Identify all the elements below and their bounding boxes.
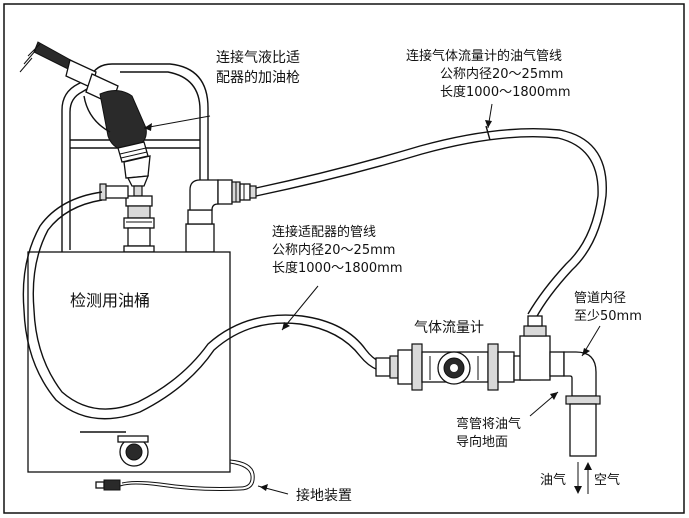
elbow-line2: 导向地面 <box>456 434 508 450</box>
tank-label: 检测用油桶 <box>70 291 150 310</box>
gas-line-length: 长度1000～1800mm <box>440 84 571 100</box>
pipe-diameter-line1: 管道内径 <box>574 290 626 306</box>
elbow-flange <box>565 395 601 405</box>
adapter-hose <box>22 191 399 420</box>
adapter-line-diameter: 公称内径20～25mm <box>272 242 395 258</box>
grounding-cable <box>95 459 289 495</box>
adapter-line-title: 连接适配器的管线 <box>272 224 376 240</box>
gas-line-callout: 连接气体流量计的油气管线 公称内径20～25mm 长度1000～1800mm <box>406 48 571 100</box>
gas-flowmeter <box>397 343 515 391</box>
adapter-line-length: 长度1000～1800mm <box>272 260 403 276</box>
leader-lines <box>143 103 601 417</box>
elbow-callout: 弯管将油气 导向地面 <box>456 416 521 450</box>
trolley-frame <box>61 63 209 258</box>
ground-label: 接地装置 <box>296 487 352 504</box>
gas-line-diameter: 公称内径20～25mm <box>440 66 563 82</box>
pipe-diameter-callout: 管道内径 至少50mm <box>574 290 642 324</box>
airflow-arrows <box>574 462 592 494</box>
outlet-vapor-label: 油气 <box>540 472 566 488</box>
nozzle-label-line1: 连接气液比适 <box>216 49 300 66</box>
adapter-line-callout: 连接适配器的管线 公称内径20～25mm 长度1000～1800mm <box>272 224 403 276</box>
fuel-nozzle-icon <box>19 41 151 197</box>
nozzle-callout: 连接气液比适 配器的加油枪 <box>216 49 300 86</box>
tank-body <box>27 251 231 473</box>
elbow-line1: 弯管将油气 <box>456 416 521 432</box>
outlet-air-label: 空气 <box>594 472 620 488</box>
outlet-tee <box>513 315 601 457</box>
vapor-outlet-elbow <box>185 179 257 253</box>
nozzle-label-line2: 配器的加油枪 <box>216 69 300 86</box>
vapor-hose <box>255 125 607 319</box>
test-oil-tank: 检测用油桶 <box>27 251 231 473</box>
adapter-fitting <box>99 183 155 253</box>
gas-line-title: 连接气体流量计的油气管线 <box>406 48 562 64</box>
ground-clamp-icon <box>103 479 121 491</box>
outlet-pipe <box>569 403 597 457</box>
pipe-diameter-line2: 至少50mm <box>574 309 642 324</box>
frame-border <box>3 3 685 514</box>
flowmeter-label: 气体流量计 <box>414 320 484 336</box>
